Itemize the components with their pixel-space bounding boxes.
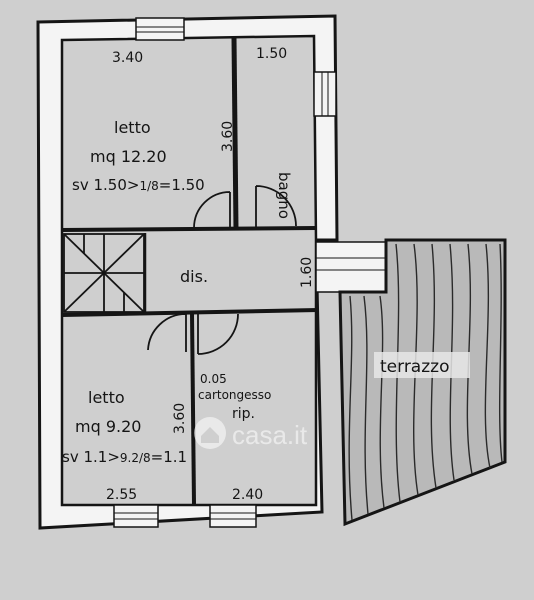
dim-top-left-height: 3.60 <box>220 121 236 152</box>
partition-hall-bottom <box>61 308 319 317</box>
watermark: casa.it <box>194 417 308 450</box>
dim-bottom-left-width: 2.55 <box>106 487 137 503</box>
terrace-door <box>315 241 387 293</box>
room-name-bagno: bagno <box>275 172 293 219</box>
room-sv-letto-top: sv 1.50>1/8=1.50 <box>72 176 205 194</box>
dim-top-left-width: 3.40 <box>112 50 143 66</box>
dim-hall-height: 1.60 <box>299 257 315 288</box>
doors <box>147 185 297 355</box>
dim-bottom-right-width: 2.40 <box>232 487 263 503</box>
room-sv-letto-bottom: sv 1.1>9.2/8=1.1 <box>62 448 187 466</box>
room-area-letto-bottom: mq 9.20 <box>75 417 141 436</box>
room-name-terrazzo: terrazzo <box>380 357 449 377</box>
dim-top-right-width: 1.50 <box>256 46 287 62</box>
partition-letto-bagno <box>231 37 239 231</box>
dimension-labels: 3.40 1.50 3.60 1.60 3.60 2.55 2.40 <box>106 46 315 503</box>
window-bottom-right <box>209 504 257 528</box>
room-note-material: cartongesso <box>198 388 271 402</box>
dim-bottom-left-height: 3.60 <box>172 403 188 434</box>
window-right <box>313 71 337 117</box>
terrace-label-box <box>374 352 470 378</box>
window-top <box>135 17 185 41</box>
room-name-letto-bottom: letto <box>88 388 125 407</box>
windows <box>113 17 387 528</box>
walls <box>36 14 339 530</box>
window-bottom-left <box>113 504 159 528</box>
room-name-rip: rip. <box>232 406 255 422</box>
watermark-text: casa.it <box>232 420 308 450</box>
door-swing-bagno <box>255 185 297 228</box>
room-note-thickness: 0.05 <box>200 372 227 386</box>
door-swing-rip <box>197 313 239 355</box>
partition-bottom-rooms <box>190 312 196 506</box>
staircase <box>63 233 145 313</box>
inner-wall-edge <box>60 34 318 507</box>
door-swing-letto-top <box>193 191 231 229</box>
door-swing-letto-bottom <box>147 313 187 352</box>
room-name-dis: dis. <box>180 267 208 286</box>
room-labels: letto mq 12.20 sv 1.50>1/8=1.50 bagno di… <box>62 118 449 466</box>
room-name-letto-top: letto <box>114 118 151 137</box>
terrace <box>338 238 507 527</box>
room-area-letto-top: mq 12.20 <box>90 147 167 166</box>
partition-top-rooms-hall <box>61 226 317 232</box>
